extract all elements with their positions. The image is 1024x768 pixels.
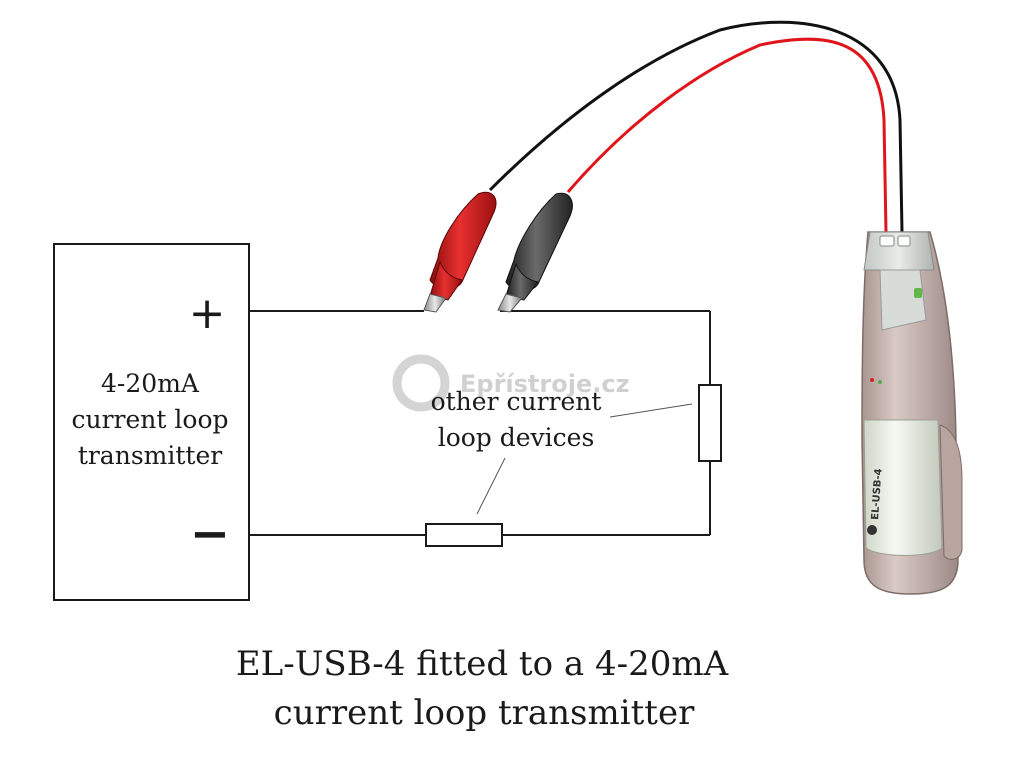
resistor-vertical <box>698 384 722 462</box>
watermark-logo-center <box>411 373 431 393</box>
resistor-horizontal <box>425 523 503 547</box>
black-cable <box>488 20 904 233</box>
black-clip-collar <box>505 262 539 301</box>
transmitter-label-line-1: 4-20mA <box>101 369 200 398</box>
positive-terminal-sign: + <box>189 288 226 339</box>
red-cable <box>566 37 888 233</box>
transmitter-label-line-3: transmitter <box>78 441 222 470</box>
logger-red-led <box>870 378 874 382</box>
logger-cable-port-left <box>879 235 895 247</box>
red-clip-jaw <box>423 293 447 313</box>
logger-brand-logo-icon <box>867 525 877 535</box>
transmitter-box <box>53 243 250 601</box>
black-crocodile-clip <box>497 192 573 313</box>
circuit-wiring <box>249 310 711 536</box>
logger-cable-port-right <box>897 235 911 247</box>
red-clip-collar <box>429 260 463 301</box>
red-crocodile-clip <box>423 191 497 313</box>
logger-label-window <box>863 419 943 556</box>
annotation-line-1: other current <box>431 387 602 416</box>
logger-model-label: EL-USB-4 <box>870 468 885 520</box>
caption-line-1: EL-USB-4 fitted to a 4-20mA <box>236 644 729 684</box>
logger-inner-clip <box>879 269 927 331</box>
leader-line-to-vertical-resistor <box>609 403 693 418</box>
black-clip-jaw <box>497 293 523 313</box>
annotation-line-2: loop devices <box>438 423 595 452</box>
el-usb-4-logger: EL-USB-4 <box>861 231 963 595</box>
logger-green-led <box>878 380 882 384</box>
watermark: Epřístroje.cz <box>392 354 630 412</box>
logger-green-indicator <box>914 288 922 298</box>
caption-line-2: current loop transmitter <box>274 693 695 733</box>
leader-line-to-horizontal-resistor <box>476 457 506 515</box>
watermark-logo-icon <box>392 354 450 412</box>
negative-terminal-sign: − <box>190 506 230 562</box>
logger-side-grip <box>939 424 963 560</box>
transmitter-label-line-2: current loop <box>72 405 229 434</box>
watermark-text: Epřístroje.cz <box>460 370 630 398</box>
